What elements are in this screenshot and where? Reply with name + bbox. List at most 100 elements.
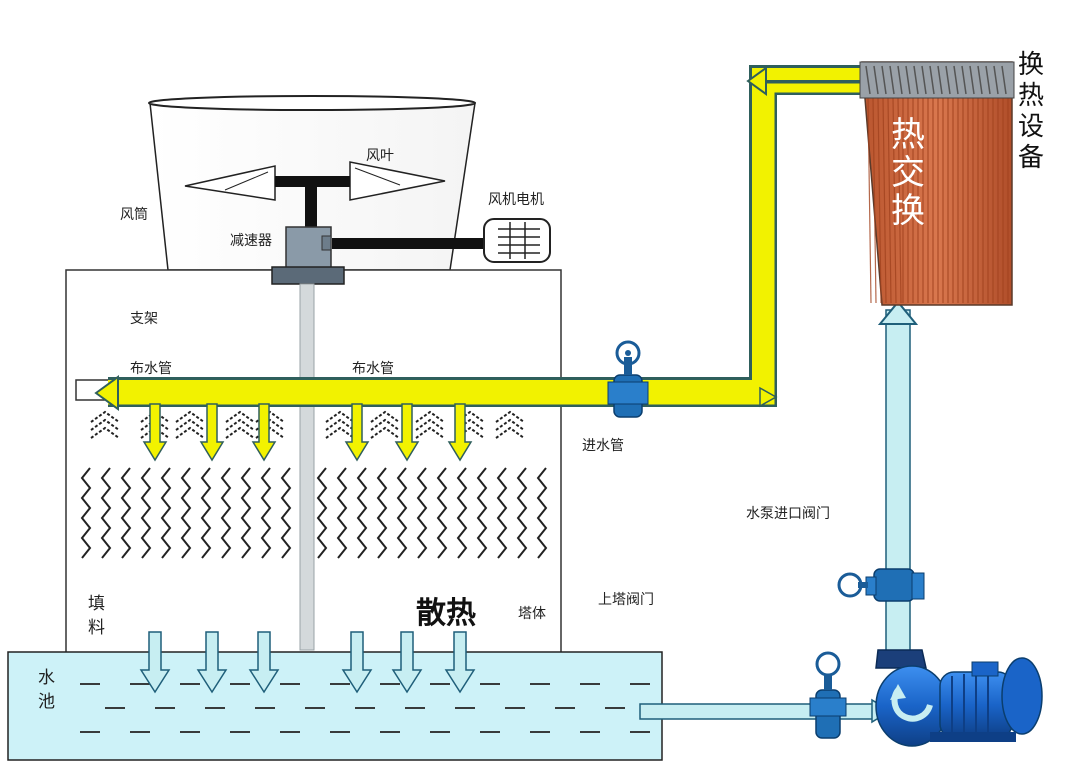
exchanger-fin [867,97,872,304]
exchanger-header-fin [985,65,991,95]
cold-water-pipe [639,288,919,724]
exchanger-header-fin [913,65,919,95]
valve-icon [809,651,847,739]
water-pool [7,651,663,761]
flow-arrow-icon [746,66,767,96]
motor-icon [483,218,551,263]
flow-arrow-icon [251,403,277,462]
exchanger-header-fin [873,65,879,95]
spray-flow-arrows [142,403,473,462]
spray-nozzle-icon [90,410,120,439]
exchanger-header-fin [929,65,935,95]
exchanger-fin [892,97,897,304]
fill-zigzag [516,467,528,559]
fill-zigzag [316,467,328,559]
fill-zigzag [396,467,408,559]
fan-duct-rim [148,95,476,111]
flow-arrow-icon [759,386,778,408]
fill-zigzag [436,467,448,559]
fill-zigzag [80,467,92,559]
support-shaft [299,283,315,651]
label-pump-inlet-valve: 水泵进口阀门 [746,506,830,522]
exchanger-header-fin [969,65,975,95]
exchanger-header-fin [889,65,895,95]
exchanger-header-fin [905,65,911,95]
exchanger-header-fin [945,65,951,95]
label-heat-exchange-equipment: 换热设备 [1018,50,1045,173]
heat-exchanger [859,61,1015,306]
flow-arrow-icon [890,684,906,700]
fill-zigzag [336,467,348,559]
label-fill: 填料 [88,594,105,638]
exchanger-header-fin [993,65,999,95]
fan-blade-icon [184,161,446,230]
flow-arrow-icon [196,631,228,694]
fill-media [80,467,548,559]
flow-arrow-icon [444,631,476,694]
spray-nozzle-icon [175,410,205,439]
fill-zigzag [220,467,232,559]
motor-shaft [332,238,484,249]
label-fan-blade: 风叶 [366,148,394,164]
exchanger-header-fin [881,65,887,95]
flow-arrow-icon [877,300,919,325]
exchanger-header-fin [953,65,959,95]
fill-zigzag [376,467,388,559]
spray-nozzle-icon [415,410,445,439]
exchanger-header-fin [977,65,983,95]
exchanger-fin [872,97,877,304]
exchanger-header-fin [937,65,943,95]
label-distribution-pipe-right: 布水管 [352,361,394,377]
exchanger-fin [897,97,902,304]
exchanger-header-fin [1001,65,1007,95]
exchanger-header-fin [897,65,903,95]
fill-zigzag [536,467,548,559]
cooled-water-arrows [139,631,476,694]
spray-nozzle-icon [370,410,400,439]
flow-arrow-icon [199,403,225,462]
flow-arrow-icon [341,631,373,694]
fill-zigzag [160,467,172,559]
flow-arrow-icon [344,403,370,462]
flow-arrow-icon [142,403,168,462]
flow-arrow-icon [94,375,119,411]
valve-icon [837,568,925,602]
label-heat-dissipation: 散热 [416,596,476,631]
exchanger-fin [877,97,882,304]
fill-zigzag [456,467,468,559]
fill-zigzag [120,467,132,559]
exchanger-header-fin [961,65,967,95]
fill-zigzag [260,467,272,559]
label-distribution-pipe-left: 布水管 [130,361,172,377]
fill-zigzag [140,467,152,559]
label-tower-valve: 上塔阀门 [598,592,654,608]
exchanger-header-fin [865,65,871,95]
flow-arrow-icon [248,631,280,694]
flow-arrow-icon [391,631,423,694]
fill-zigzag [100,467,112,559]
fill-zigzag [240,467,252,559]
label-fan-motor: 风机电机 [488,192,544,208]
fill-zigzag [496,467,508,559]
fill-zigzag [356,467,368,559]
valve-icon [607,340,649,418]
label-water-pool: 水池 [38,668,55,712]
label-reducer: 减速器 [230,233,272,249]
exchanger-fin [887,97,892,304]
label-fan-duct: 风筒 [120,206,148,223]
flow-arrow-icon [139,631,171,694]
label-tower-body: 塔体 [518,606,546,622]
spray-nozzle-icon [225,410,255,439]
label-heat-exchange: 热交换 [891,115,925,231]
label-inlet-pipe: 进水管 [582,438,624,454]
exchanger-header-fin [921,65,927,95]
fill-zigzag [476,467,488,559]
fill-zigzag [200,467,212,559]
flow-arrow-icon [394,403,420,462]
fill-zigzag [416,467,428,559]
exchanger-fin [882,97,887,304]
label-support: 支架 [130,311,158,327]
spray-nozzle-icon [495,410,525,439]
hot-water-pipe [94,65,862,411]
